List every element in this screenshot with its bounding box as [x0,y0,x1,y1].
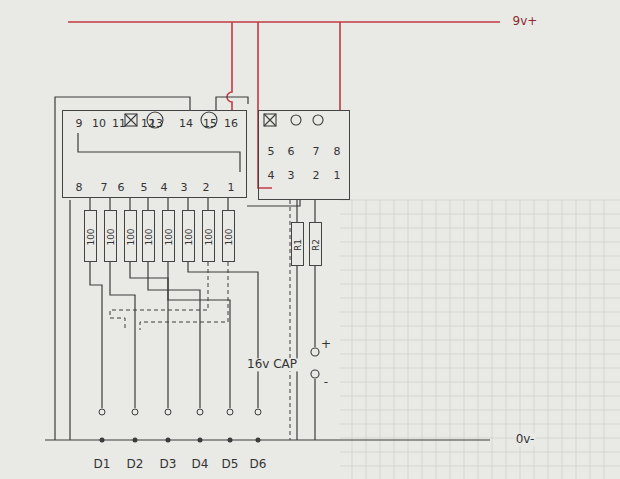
pin-number: 5 [268,146,275,157]
diode-terminals [99,409,261,415]
resistor-symbol: 100 [104,210,117,262]
wire [167,198,168,210]
pin-number: 14 [179,118,193,129]
dashed-wires [110,200,290,440]
pin-number: 3 [288,170,295,181]
pin-number: 16 [224,118,238,129]
resistor-symbol: 100 [182,210,195,262]
resistor-symbol: R1 [291,222,304,266]
wire [109,198,110,210]
capacitor-label: 16v CAP [246,358,298,371]
resistor-symbol: 100 [84,210,97,262]
pin-number: 2 [313,170,320,181]
pin-number: 11 [112,118,126,129]
resistor-value: 100 [87,228,96,245]
pin-number: 6 [118,182,125,193]
wire [227,198,228,210]
wire [207,198,208,210]
pin-number: 3 [181,182,188,193]
pin-number: 1 [228,182,235,193]
wire [187,198,188,210]
pin-number: 13 [149,118,163,129]
resistor-symbol: 100 [162,210,175,262]
supply-label: 9v+ [512,15,539,28]
pin-number: 15 [203,118,217,129]
chip-pin-symbols [125,112,323,378]
diode-label: D3 [159,458,178,471]
resistor-symbol: 100 [202,210,215,262]
resistor-symbol: 100 [124,210,137,262]
counter-chip: 91011121314151687654321 [62,110,247,198]
pin-number: 9 [76,118,83,129]
resistor-value: R1 [294,239,303,251]
diode-label: D4 [191,458,210,471]
timer-chip: 5 6 7 8 4 3 2 1 [258,110,350,200]
resistor-value: R2 [312,239,321,251]
pin-number: 8 [334,146,341,157]
resistor-value: 100 [205,228,214,245]
diode-label: D6 [249,458,268,471]
ground-label: 0v- [515,433,536,446]
resistor-value: 100 [165,228,174,245]
pin-number: 7 [313,146,320,157]
supply-wires [68,22,500,188]
diode-label: D5 [221,458,240,471]
pin-number: 10 [92,118,106,129]
resistor-symbol: 100 [142,210,155,262]
graph-paper-grid [340,200,620,479]
pin-number: 5 [141,182,148,193]
wire [314,200,315,222]
pin-number: 4 [268,170,275,181]
pin-number: 2 [203,182,210,193]
diode-label: D2 [126,458,145,471]
resistor-value: 100 [145,228,154,245]
polarity-mark: + [320,338,332,351]
pin-number: 8 [76,182,83,193]
signal-wires [45,97,490,440]
wire [89,198,90,210]
pin-number: 1 [334,170,341,181]
wire [129,198,130,210]
ground-junctions [100,438,261,443]
pin-number: 6 [288,146,295,157]
wire [147,198,148,210]
resistor-value: 100 [185,228,194,245]
wire [296,200,297,222]
polarity-mark: - [323,376,329,389]
resistor-value: 100 [225,228,234,245]
resistor-symbol: R2 [309,222,322,266]
resistor-value: 100 [127,228,136,245]
resistor-value: 100 [107,228,116,245]
pin-number: 4 [161,182,168,193]
diode-label: D1 [93,458,112,471]
pin-number: 7 [101,182,108,193]
resistor-symbol: 100 [222,210,235,262]
